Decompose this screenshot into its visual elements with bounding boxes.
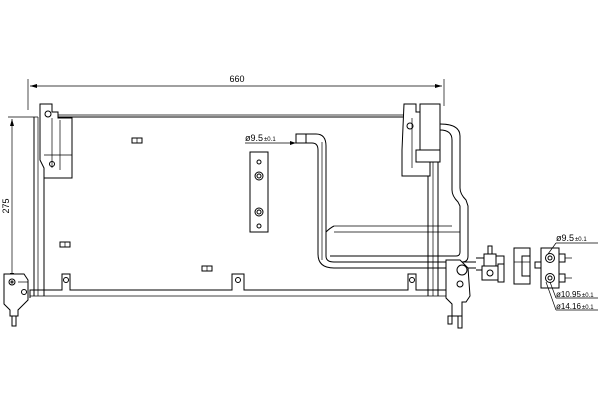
condenser-core — [29, 114, 448, 298]
svg-text:ø9.5±0.1: ø9.5±0.1 — [556, 233, 587, 243]
left-top-bracket — [39, 103, 73, 179]
fitting-large-label: ø14.16 — [556, 302, 581, 311]
fitting-small-tolerance: ±0.1 — [575, 237, 587, 243]
fitting-large-callout: ø14.16±0.1 — [545, 281, 598, 311]
svg-text:ø10.95±0.1: ø10.95±0.1 — [556, 290, 594, 299]
inlet-diameter-tolerance: ±0.1 — [264, 137, 276, 143]
fitting-small-label: ø9.5 — [556, 233, 574, 243]
width-dimension: 660 — [27, 74, 445, 110]
svg-text:ø9.5±0.1: ø9.5±0.1 — [245, 133, 276, 143]
fitting-mid-callout: ø10.95±0.1 — [549, 281, 598, 299]
svg-text:ø14.16±0.1: ø14.16±0.1 — [556, 302, 594, 311]
fitting-mid-label: ø10.95 — [556, 290, 581, 299]
width-label: 660 — [229, 74, 244, 84]
outlet-fittings — [476, 245, 505, 283]
lower-right-bracket — [445, 259, 471, 329]
fitting-large-tolerance: ±0.1 — [582, 305, 594, 311]
fitting-mid-tolerance: ±0.1 — [582, 293, 594, 299]
side-pipe — [325, 123, 469, 263]
height-label: 275 — [1, 198, 11, 213]
side-view-block — [534, 247, 572, 289]
inlet-pipe — [295, 133, 476, 269]
inlet-diameter-callout: ø9.5±0.1 — [245, 133, 296, 145]
side-view-pad — [513, 247, 531, 285]
lower-left-bracket — [3, 273, 29, 327]
height-dimension: 275 — [1, 116, 38, 283]
right-top-bracket — [401, 103, 441, 177]
fitting-small-callout: ø9.5±0.1 — [547, 233, 598, 255]
inlet-diameter-label: ø9.5 — [245, 133, 263, 143]
core-marks — [59, 137, 415, 283]
middle-plate — [249, 151, 269, 233]
